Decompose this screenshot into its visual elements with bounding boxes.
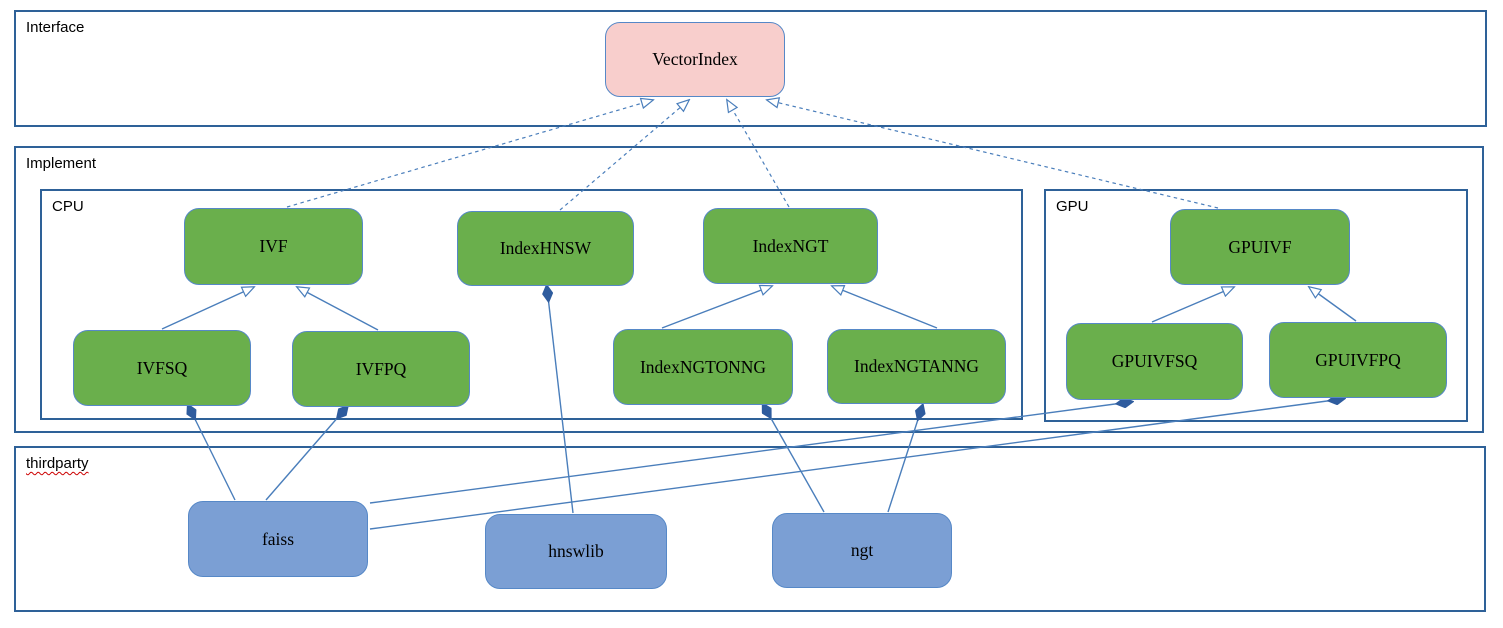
edge-IVFSQ-faiss (189, 407, 236, 501)
edge-IndexNGTANNG-ngt (887, 407, 922, 513)
node-hnswlib[interactable]: hnswlib (485, 514, 667, 589)
node-indexngt[interactable]: IndexNGT (703, 208, 878, 284)
edge-GPUIVFSQ-GPUIVF (1151, 287, 1234, 323)
node-indexngtanng[interactable]: IndexNGTANNG (827, 329, 1006, 404)
node-ivfsq-label: IVFSQ (136, 357, 188, 378)
node-ivfpq-label: IVFPQ (355, 358, 407, 379)
node-ivf[interactable]: IVF (184, 208, 363, 285)
section-implement[interactable]: Implement (14, 146, 1484, 433)
edge-IndexNGT-VectorIndex (727, 100, 790, 208)
node-faiss[interactable]: faiss (188, 501, 368, 577)
node-ivfpq[interactable]: IVFPQ (292, 331, 470, 407)
edge-IVFSQ-IVF (161, 287, 254, 330)
edge-IndexHNSW-VectorIndex (559, 100, 689, 211)
section-gpu-label: GPU (1056, 198, 1089, 215)
section-interface[interactable]: Interface (14, 10, 1487, 127)
node-vectorindex-label: VectorIndex (652, 49, 738, 69)
node-ngt-label: ngt (850, 540, 874, 560)
section-gpu[interactable]: GPU (1044, 189, 1468, 422)
edge-IndexNGTONNG-ngt (764, 406, 825, 513)
node-indexngt-label: IndexNGT (752, 235, 829, 256)
edge-IndexNGTONNG-IndexNGT (661, 286, 772, 329)
section-cpu[interactable]: CPU (40, 189, 1023, 420)
node-gpuivfsq[interactable]: GPUIVFSQ (1066, 323, 1243, 400)
edge-GPUIVFPQ-faiss (369, 399, 1342, 530)
node-vectorindex[interactable]: VectorIndex (605, 22, 785, 97)
edge-IVFPQ-faiss (265, 408, 346, 501)
node-gpuivfpq-label: GPUIVFPQ (1315, 349, 1401, 370)
node-indexhnsw[interactable]: IndexHNSW (457, 211, 634, 286)
node-gpuivfpq[interactable]: GPUIVFPQ (1269, 322, 1447, 398)
section-interface-label: Interface (26, 19, 85, 36)
node-ivf-label: IVF (259, 236, 288, 256)
edge-GPUIVF-VectorIndex (767, 100, 1219, 209)
section-cpu-label: CPU (52, 198, 84, 215)
edge-IndexHNSW-hnswlib (547, 288, 574, 514)
edge-GPUIVFSQ-faiss (369, 402, 1130, 504)
node-gpuivf-label: GPUIVF (1228, 236, 1292, 257)
edge-IndexNGTANNG-IndexNGT (832, 286, 938, 329)
section-thirdparty[interactable]: thirdparty (14, 446, 1486, 612)
edge-GPUIVFPQ-GPUIVF (1309, 287, 1357, 322)
node-faiss-label: faiss (261, 528, 295, 549)
edge-IVF-VectorIndex (286, 100, 653, 208)
section-implement-label: Implement (26, 155, 97, 172)
section-thirdparty-label: thirdparty (26, 455, 89, 472)
node-gpuivf[interactable]: GPUIVF (1170, 209, 1350, 285)
node-indexngtonng-label: IndexNGTONNG (639, 356, 767, 377)
edge-IVFPQ-IVF (297, 287, 379, 331)
node-ivfsq[interactable]: IVFSQ (73, 330, 251, 406)
node-hnswlib-label: hnswlib (548, 541, 604, 561)
node-ngt[interactable]: ngt (772, 513, 952, 588)
node-indexngtanng-label: IndexNGTANNG (854, 356, 979, 376)
node-indexngtonng[interactable]: IndexNGTONNG (613, 329, 793, 405)
node-indexhnsw-label: IndexHNSW (499, 238, 592, 258)
node-gpuivfsq-label: GPUIVFSQ (1111, 351, 1198, 371)
